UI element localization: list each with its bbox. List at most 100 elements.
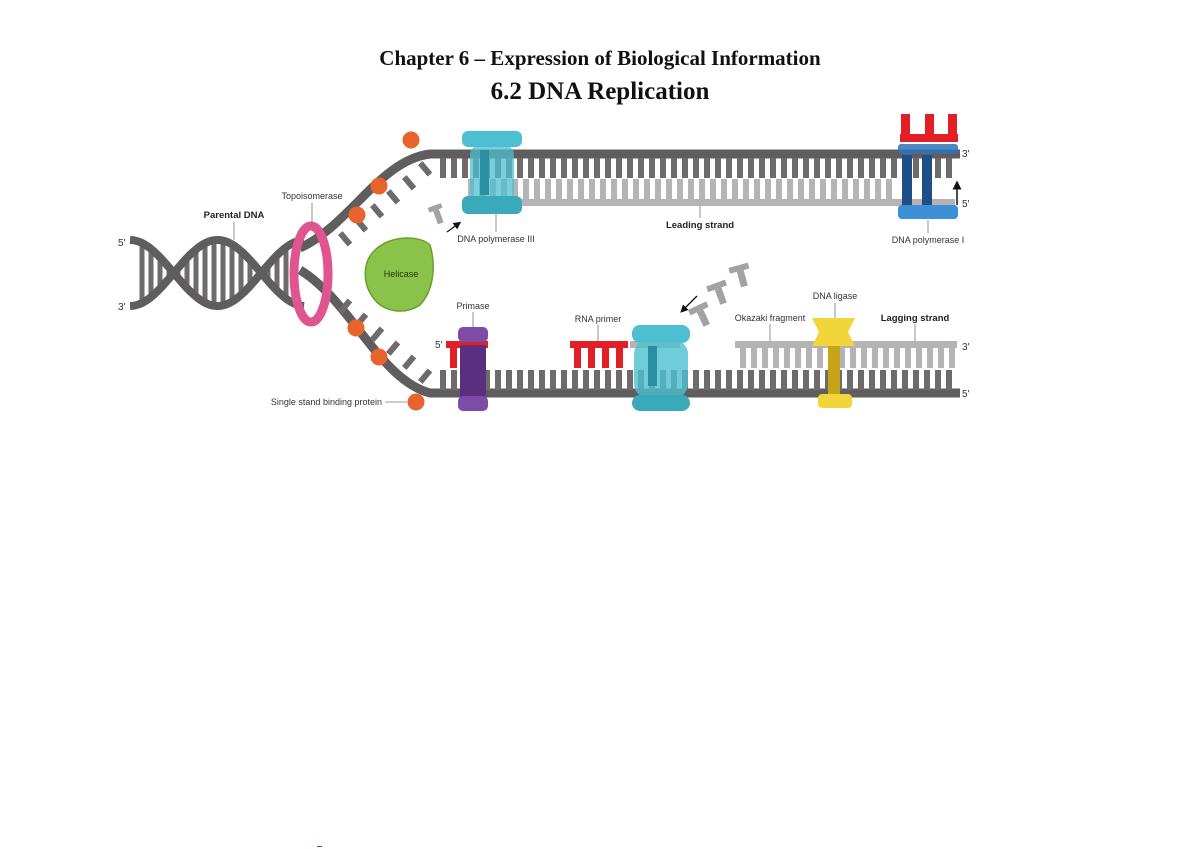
rna-primer-label: RNA primer	[575, 314, 622, 324]
base	[440, 370, 446, 390]
base	[418, 368, 433, 384]
base	[402, 175, 417, 191]
new-base	[894, 348, 900, 368]
new-base	[916, 348, 922, 368]
new-base	[556, 179, 562, 199]
base	[451, 370, 457, 390]
base	[880, 158, 886, 178]
new-base	[699, 179, 705, 199]
new-base	[773, 348, 779, 368]
single-strand-binding-proteins	[347, 131, 425, 411]
topoisomerase	[289, 221, 333, 327]
leading-strand	[465, 199, 955, 206]
base	[605, 370, 611, 390]
base	[616, 370, 622, 390]
base	[627, 158, 633, 178]
free-nucleotides-lagging	[687, 262, 750, 327]
base	[370, 203, 385, 219]
base	[583, 370, 589, 390]
base	[418, 161, 433, 177]
base	[759, 158, 765, 178]
leading-strand-label: Leading strand	[666, 220, 734, 231]
base	[495, 370, 501, 390]
new-base	[611, 179, 617, 199]
base	[891, 370, 897, 390]
new-base	[534, 179, 540, 199]
pol3-arrow	[446, 221, 462, 233]
base	[539, 370, 545, 390]
base	[847, 370, 853, 390]
base	[693, 370, 699, 390]
base	[528, 370, 534, 390]
new-base	[831, 179, 837, 199]
base	[386, 189, 401, 205]
base	[484, 370, 490, 390]
dna-ligase-label: DNA ligase	[813, 291, 858, 301]
base	[715, 158, 721, 178]
new-base	[853, 179, 859, 199]
new-base	[864, 179, 870, 199]
new-base	[688, 179, 694, 199]
new-base	[765, 179, 771, 199]
new-base	[927, 348, 933, 368]
new-base	[762, 348, 768, 368]
base	[737, 370, 743, 390]
primase-5-prime: 5'	[435, 340, 443, 351]
new-base	[883, 348, 889, 368]
new-base	[784, 348, 790, 368]
base	[693, 158, 699, 178]
new-base	[938, 348, 944, 368]
free-nucleotide-top	[427, 203, 444, 225]
base	[726, 370, 732, 390]
base	[935, 158, 941, 178]
base	[946, 370, 952, 390]
dna-polymerase-i-label: DNA polymerase I	[892, 235, 965, 245]
fork-lower-backbone	[297, 266, 960, 398]
lagging-strand-label: Lagging strand	[881, 313, 950, 324]
base	[759, 370, 765, 390]
lagging-dna-polymerase	[632, 325, 690, 411]
helix-strand-a	[129, 236, 305, 310]
base	[616, 158, 622, 178]
new-base	[798, 179, 804, 199]
base	[781, 370, 787, 390]
base	[836, 158, 842, 178]
base	[561, 370, 567, 390]
base	[506, 370, 512, 390]
left-3-prime: 3'	[118, 302, 126, 313]
ssb-label: Single stand binding protein	[271, 397, 382, 407]
dna-polymerase-iii-label: DNA polymerase III	[457, 234, 535, 244]
new-base	[842, 179, 848, 199]
base	[671, 158, 677, 178]
base	[946, 158, 952, 178]
chapter-title: Chapter 6 – Expression of Biological Inf…	[379, 46, 821, 70]
leader-lines	[233, 203, 929, 403]
helix-strand-b	[129, 236, 305, 310]
base	[792, 158, 798, 178]
base	[572, 370, 578, 390]
base	[649, 158, 655, 178]
new-base	[886, 179, 892, 199]
primase	[458, 327, 488, 411]
base	[539, 158, 545, 178]
new-base	[872, 348, 878, 368]
new-base	[743, 179, 749, 199]
top-right-3-prime: 3'	[962, 149, 970, 160]
lagging-strand-bases	[740, 348, 955, 368]
base	[561, 158, 567, 178]
base	[715, 370, 721, 390]
new-base	[732, 179, 738, 199]
base	[594, 158, 600, 178]
base	[370, 326, 385, 342]
base	[924, 370, 930, 390]
base	[825, 158, 831, 178]
new-base	[710, 179, 716, 199]
new-base	[754, 179, 760, 199]
base	[704, 158, 710, 178]
base	[792, 370, 798, 390]
new-base	[795, 348, 801, 368]
base	[638, 158, 644, 178]
base	[594, 370, 600, 390]
base	[913, 370, 919, 390]
